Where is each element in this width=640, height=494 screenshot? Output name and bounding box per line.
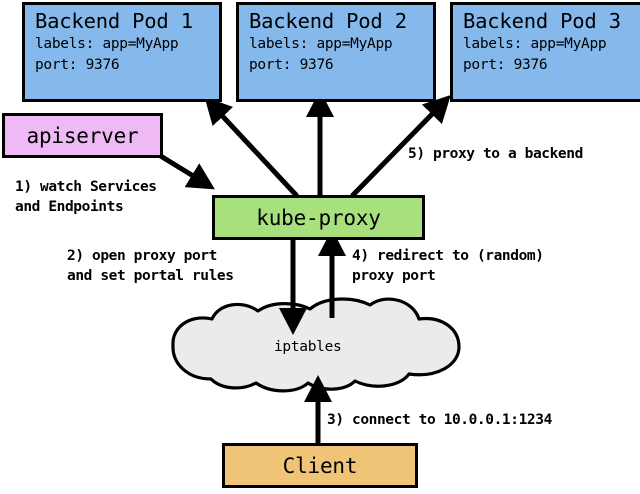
step-4-line-1: 4) redirect to (random) [352, 248, 544, 264]
backend-pod-3-labels: labels: app=MyApp [463, 36, 607, 52]
step-3-label: 3) connect to 10.0.0.1:1234 [327, 410, 552, 430]
kube-proxy-box: kube-proxy [212, 195, 425, 240]
step-1-label: 1) watch Services and Endpoints [15, 177, 157, 217]
backend-pod-3-title: Backend Pod 3 [463, 9, 621, 33]
client-label: Client [282, 453, 358, 478]
step-5-line-1: 5) proxy to a backend [408, 146, 583, 162]
backend-pod-1-title: Backend Pod 1 [35, 9, 193, 33]
step-2-label: 2) open proxy port and set portal rules [67, 246, 234, 286]
apiserver-box: apiserver [2, 113, 163, 158]
step-4-label: 4) redirect to (random) proxy port [352, 246, 544, 286]
arrow-kubeproxy-to-pod1 [204, 96, 299, 198]
backend-pod-3-port: port: 9376 [463, 57, 548, 73]
apiserver-label: apiserver [26, 123, 139, 148]
step-3-line-1: 3) connect to 10.0.0.1:1234 [327, 412, 552, 428]
step-4-line-2: proxy port [352, 268, 436, 284]
step-5-label: 5) proxy to a backend [408, 144, 583, 164]
step-2-line-2: and set portal rules [67, 268, 234, 284]
backend-pod-2-title: Backend Pod 2 [249, 9, 407, 33]
backend-pod-1-box: Backend Pod 1 labels: app=MyApp port: 93… [22, 2, 222, 102]
step-1-line-1: 1) watch Services [15, 179, 157, 195]
arrow-apiserver-to-kubeproxy [157, 152, 215, 190]
backend-pod-2-labels: labels: app=MyApp [249, 36, 393, 52]
arrow-kubeproxy-to-pod3 [350, 94, 451, 198]
backend-pod-3-box: Backend Pod 3 labels: app=MyApp port: 93… [450, 2, 640, 102]
backend-pod-2-port: port: 9376 [249, 57, 334, 73]
step-2-line-1: 2) open proxy port [67, 248, 217, 264]
backend-pod-1-port: port: 9376 [35, 57, 120, 73]
backend-pod-1-labels: labels: app=MyApp [35, 36, 179, 52]
kube-proxy-label: kube-proxy [256, 205, 381, 230]
step-1-line-2: and Endpoints [15, 199, 124, 215]
backend-pod-2-box: Backend Pod 2 labels: app=MyApp port: 93… [236, 2, 436, 102]
iptables-cloud-shape [171, 297, 461, 393]
iptables-label: iptables [274, 339, 342, 355]
client-box: Client [222, 443, 418, 488]
